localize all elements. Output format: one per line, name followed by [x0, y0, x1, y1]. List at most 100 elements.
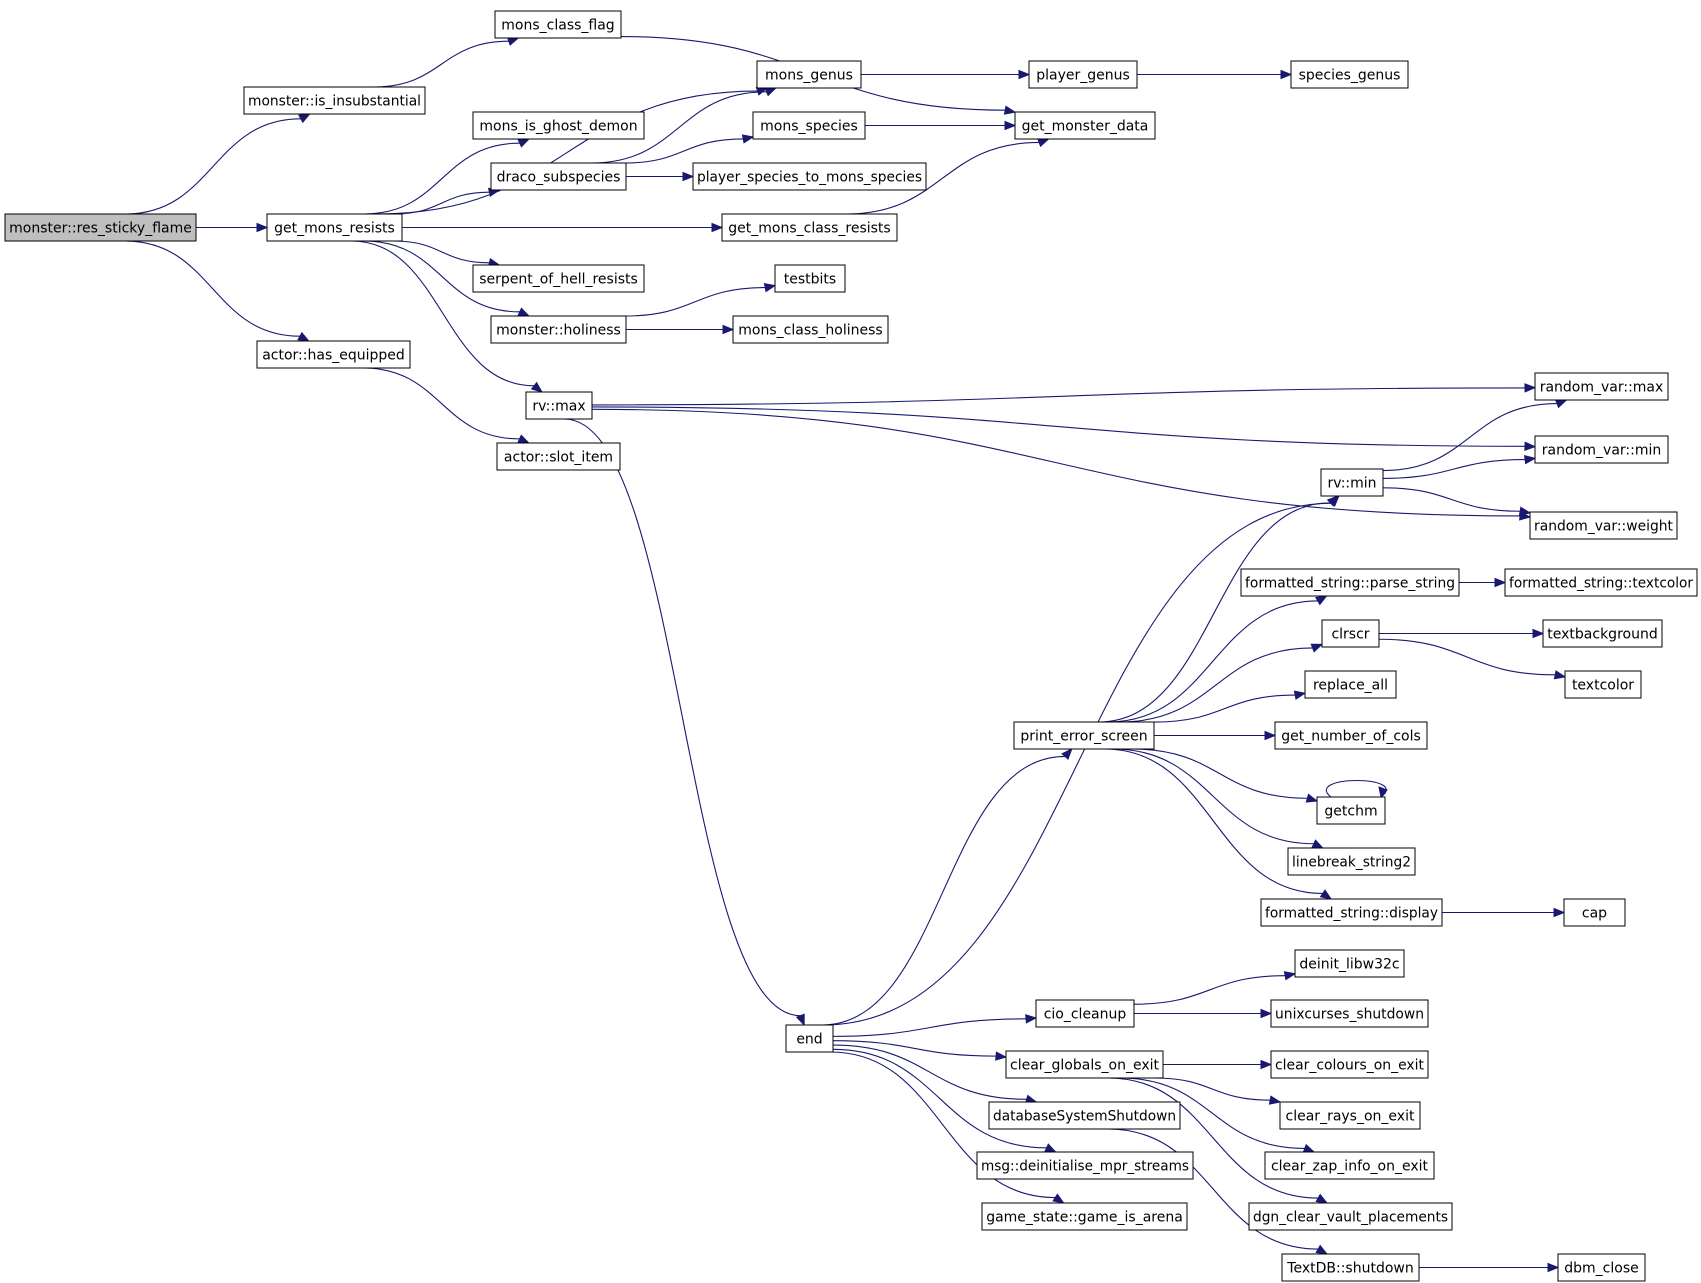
node-rv-max[interactable]: rv::max — [525, 391, 593, 420]
node-has-equipped[interactable]: actor::has_equipped — [256, 340, 411, 369]
edge-textdb-shutdown-to-dbm-close — [1418, 1262, 1560, 1273]
node-serpent-of-hell-resists[interactable]: serpent_of_hell_resists — [472, 264, 645, 293]
node-testbits[interactable]: testbits — [774, 264, 846, 293]
node-label: cap — [1582, 906, 1607, 922]
node-box — [756, 60, 862, 89]
node-print-error-screen[interactable]: print_error_screen — [1013, 721, 1155, 750]
node-box — [1534, 435, 1669, 464]
node-get-mons-class-resists[interactable]: get_mons_class_resists — [721, 213, 898, 242]
node-cio-cleanup[interactable]: cio_cleanup — [1035, 999, 1135, 1028]
node-getchm[interactable]: getchm — [1316, 796, 1386, 825]
node-fs-textcolor[interactable]: formatted_string::textcolor — [1504, 568, 1698, 597]
edge-end-to-print-error-screen — [821, 748, 1073, 1026]
node-parse-string[interactable]: formatted_string::parse_string — [1240, 568, 1460, 597]
edge-player-genus-to-species-genus — [1137, 69, 1293, 80]
node-deinit-libw32c[interactable]: deinit_libw32c — [1294, 949, 1405, 978]
node-rv-min[interactable]: rv::min — [1320, 468, 1384, 497]
node-label: player_genus — [1036, 68, 1130, 84]
node-deinitialise-mpr-streams[interactable]: msg::deinitialise_mpr_streams — [976, 1151, 1194, 1180]
node-label: player_species_to_mons_species — [697, 170, 922, 186]
node-label: get_number_of_cols — [1281, 729, 1421, 745]
edge-clear-globals-on-exit-to-clear-colours-on-exit — [1162, 1059, 1273, 1070]
node-random-var-max[interactable]: random_var::max — [1534, 372, 1669, 401]
node-clear-zap-info-on-exit[interactable]: clear_zap_info_on_exit — [1264, 1151, 1435, 1180]
edge-clear-globals-on-exit-to-dgn-clear-vault-placements — [1108, 1077, 1329, 1204]
node-box — [752, 111, 866, 140]
node-random-var-min[interactable]: random_var::min — [1534, 435, 1669, 464]
node-label: formatted_string::textcolor — [1509, 576, 1693, 592]
node-label: rv::max — [532, 399, 585, 415]
node-mons-class-holiness[interactable]: mons_class_holiness — [732, 315, 889, 344]
node-textdb-shutdown[interactable]: TextDB::shutdown — [1281, 1253, 1420, 1282]
node-box — [1504, 568, 1698, 597]
node-get-number-of-cols[interactable]: get_number_of_cols — [1274, 721, 1428, 750]
node-label: dbm_close — [1564, 1261, 1638, 1277]
node-random-var-weight[interactable]: random_var::weight — [1529, 511, 1678, 540]
edge-getchm-to-getchm — [1325, 779, 1388, 799]
edge-rv-min-to-random-var-max — [1382, 399, 1568, 472]
node-unixcurses-shutdown[interactable]: unixcurses_shutdown — [1270, 999, 1429, 1028]
node-box — [1542, 619, 1663, 648]
node-box — [1270, 1050, 1429, 1079]
node-label: mons_genus — [765, 68, 853, 84]
node-monster-holiness[interactable]: monster::holiness — [490, 315, 627, 344]
node-box — [1290, 60, 1409, 89]
edge-monster-holiness-to-testbits — [625, 283, 777, 317]
node-player-genus[interactable]: player_genus — [1028, 60, 1138, 89]
node-cap[interactable]: cap — [1563, 898, 1626, 927]
node-mons-is-ghost-demon[interactable]: mons_is_ghost_demon — [472, 111, 645, 140]
node-textcolor[interactable]: textcolor — [1564, 670, 1642, 699]
node-box — [1320, 468, 1384, 497]
node-label: mons_species — [760, 119, 858, 135]
node-label: draco_subspecies — [497, 170, 621, 186]
node-textbackground[interactable]: textbackground — [1542, 619, 1663, 648]
node-get-monster-data[interactable]: get_monster_data — [1014, 111, 1156, 140]
edge-print-error-screen-to-parse-string — [1107, 595, 1328, 723]
node-species-genus[interactable]: species_genus — [1290, 60, 1409, 89]
node-clrscr[interactable]: clrscr — [1321, 619, 1380, 648]
node-end[interactable]: end — [785, 1024, 834, 1053]
node-player-species-to-mons-species[interactable]: player_species_to_mons_species — [692, 162, 927, 191]
node-box — [472, 264, 645, 293]
node-clear-globals-on-exit[interactable]: clear_globals_on_exit — [1005, 1050, 1164, 1079]
node-mons-species[interactable]: mons_species — [752, 111, 866, 140]
node-dgn-clear-vault-placements[interactable]: dgn_clear_vault_placements — [1248, 1202, 1453, 1231]
edge-parse-string-to-fs-textcolor — [1459, 577, 1507, 588]
edge-get-mons-resists-to-rv-max — [351, 240, 544, 393]
node-res-sticky-flame[interactable]: monster::res_sticky_flame — [4, 213, 197, 242]
node-mons-genus[interactable]: mons_genus — [756, 60, 862, 89]
node-label: monster::res_sticky_flame — [9, 221, 192, 237]
node-label: monster::holiness — [496, 323, 621, 339]
node-clear-rays-on-exit[interactable]: clear_rays_on_exit — [1279, 1101, 1421, 1130]
node-label: clear_rays_on_exit — [1286, 1109, 1415, 1125]
edge-print-error-screen-to-getchm — [1132, 748, 1319, 803]
edge-print-error-screen-to-get-number-of-cols — [1153, 730, 1277, 741]
edge-rv-min-to-random-var-min — [1382, 454, 1537, 479]
node-dbm-close[interactable]: dbm_close — [1557, 1253, 1646, 1282]
node-box — [1281, 1253, 1420, 1282]
edge-print-error-screen-to-replace-all — [1153, 690, 1307, 723]
node-label: databaseSystemShutdown — [993, 1109, 1176, 1125]
node-box — [1294, 949, 1405, 978]
node-game-is-arena[interactable]: game_state::game_is_arena — [981, 1202, 1188, 1231]
node-databaseSystemShutdown[interactable]: databaseSystemShutdown — [988, 1101, 1181, 1130]
node-box — [1564, 670, 1642, 699]
edge-get-mons-resists-to-serpent-of-hell-resists — [393, 240, 501, 268]
node-clear-colours-on-exit[interactable]: clear_colours_on_exit — [1270, 1050, 1429, 1079]
node-replace-all[interactable]: replace_all — [1304, 670, 1397, 699]
node-draco-subspecies[interactable]: draco_subspecies — [490, 162, 627, 191]
node-label: clear_globals_on_exit — [1010, 1058, 1160, 1074]
node-fs-display[interactable]: formatted_string::display — [1260, 898, 1443, 927]
edge-print-error-screen-to-linebreak-string2 — [1112, 748, 1325, 849]
edge-print-error-screen-to-fs-display — [1104, 748, 1333, 900]
node-label: clrscr — [1331, 627, 1369, 643]
node-linebreak-string2[interactable]: linebreak_string2 — [1287, 847, 1416, 876]
node-get-mons-resists[interactable]: get_mons_resists — [266, 213, 403, 242]
node-label: random_var::min — [1542, 443, 1662, 459]
node-is-insubstantial[interactable]: monster::is_insubstantial — [243, 86, 426, 115]
edge-print-error-screen-to-clrscr — [1119, 643, 1324, 723]
edge-res-sticky-flame-to-has-equipped — [125, 240, 310, 342]
node-mons-class-flag[interactable]: mons_class_flag — [494, 10, 622, 39]
node-box — [1270, 999, 1429, 1028]
node-slot-item[interactable]: actor::slot_item — [496, 442, 621, 471]
